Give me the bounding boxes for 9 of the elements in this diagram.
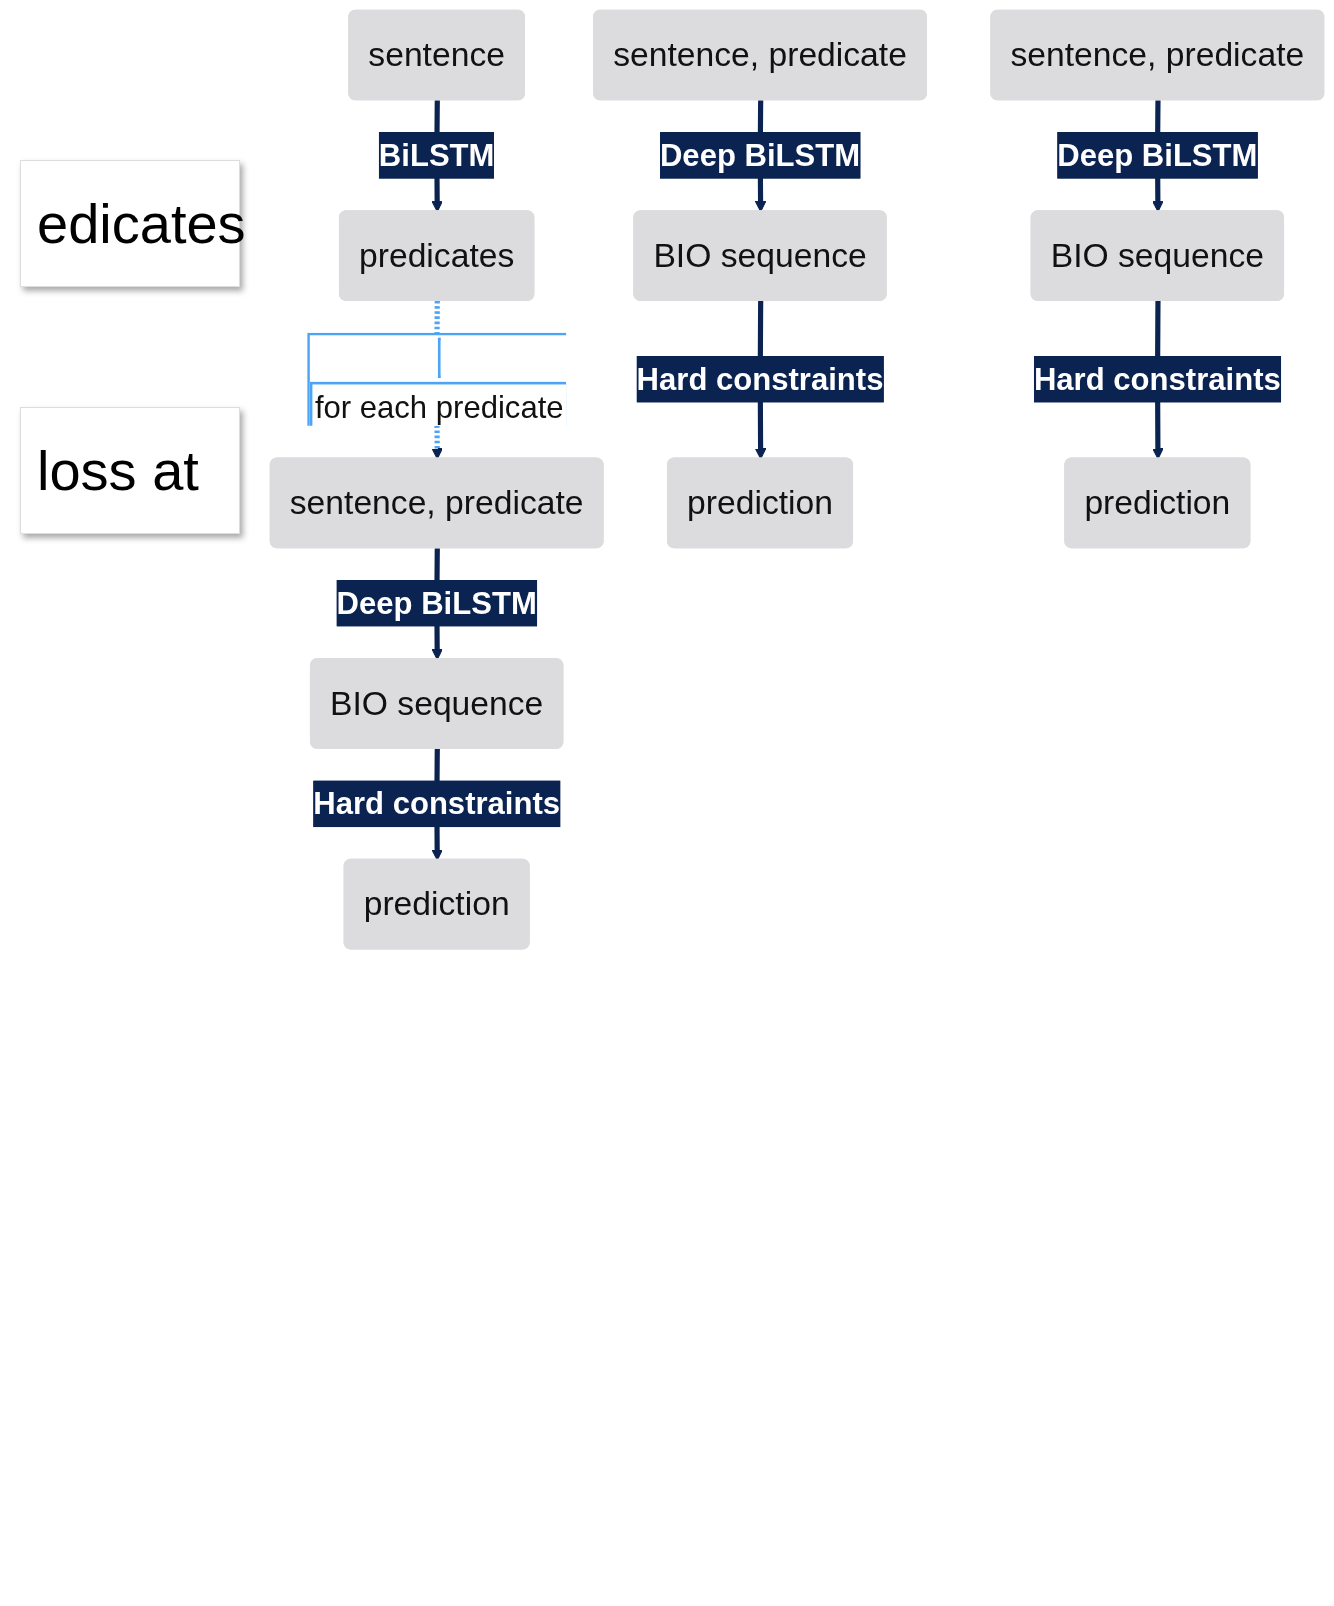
edge-label: Deep BiLSTM — [336, 585, 537, 621]
slide-text: loss at — [20, 407, 240, 534]
edge-label: Hard constraints — [313, 785, 561, 821]
edge-label: Deep BiLSTM — [659, 137, 861, 173]
edge-label: BiLSTM — [378, 137, 495, 173]
edge-label: Hard constraints — [636, 361, 884, 397]
edge-label: Hard constraints — [1033, 361, 1281, 397]
edge-label: Deep BiLSTM — [1057, 137, 1258, 173]
edge-label: for each predicate — [314, 389, 564, 425]
